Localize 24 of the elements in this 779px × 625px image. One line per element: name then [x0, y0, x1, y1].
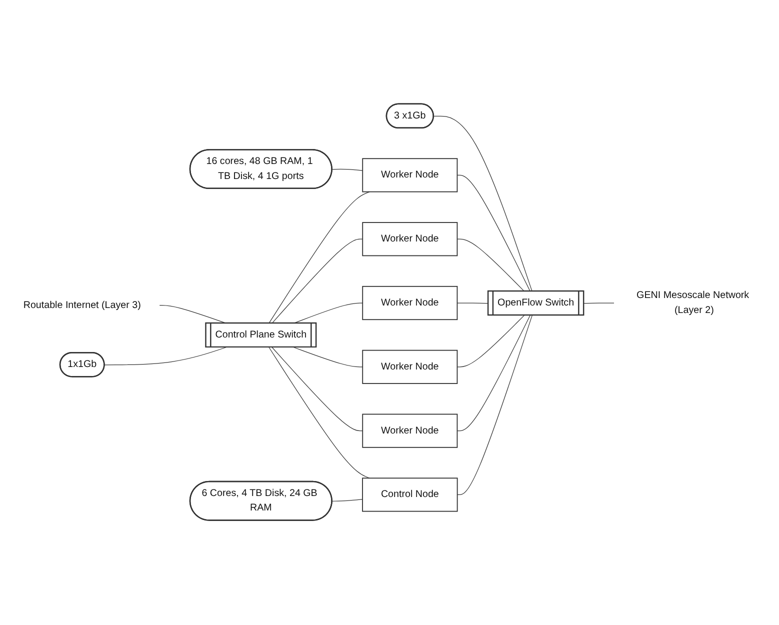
connector — [332, 499, 363, 502]
node-box: Worker Node — [362, 414, 458, 448]
connector — [268, 347, 370, 479]
connector — [272, 239, 363, 324]
connector — [293, 303, 363, 324]
connector — [293, 347, 363, 368]
connector — [456, 175, 530, 292]
connector — [332, 169, 363, 172]
connector — [456, 315, 530, 432]
connector — [456, 315, 525, 368]
connector — [457, 315, 532, 496]
node-text: GENI Mesoscale Network (Layer 2) — [636, 290, 750, 316]
connector — [272, 347, 363, 432]
connector — [584, 303, 615, 304]
node-box: Worker Node — [362, 286, 458, 320]
node-text: Routable Internet (Layer 3) — [23, 300, 141, 311]
connector — [433, 116, 532, 292]
node-box: Worker Node — [362, 222, 458, 257]
node-box: Worker Node — [362, 350, 458, 384]
node-box: Control Node — [362, 478, 458, 512]
connector — [456, 303, 489, 304]
connector — [268, 192, 370, 324]
node-box: Worker Node — [362, 158, 458, 193]
connector — [456, 239, 525, 292]
